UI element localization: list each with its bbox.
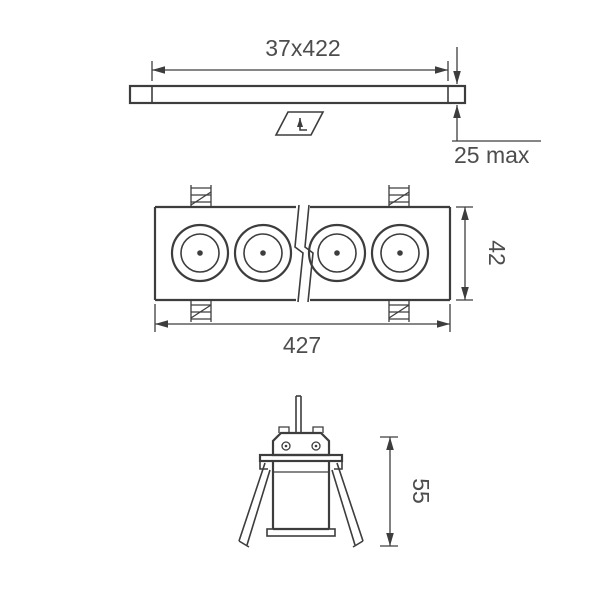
icon-arrow <box>297 118 307 131</box>
spring-hook-left <box>259 461 268 470</box>
spot-lens <box>370 223 430 283</box>
cable-clamp-right <box>312 426 324 433</box>
lens-center-dot <box>260 250 266 256</box>
spring-clip-icon <box>190 185 212 207</box>
cable-clamp-left <box>278 426 290 433</box>
spot-lens <box>170 223 230 283</box>
top-profile-view: 37x422 25 max <box>128 35 541 168</box>
lens-center-dot <box>197 250 203 256</box>
clip-diagonal <box>388 191 410 206</box>
spring-foot <box>238 540 250 548</box>
mounting-spring-icon <box>331 462 364 548</box>
max-depth-label: 25 max <box>454 142 530 168</box>
clip-diagonal <box>388 304 410 319</box>
lens-inner-ring <box>180 233 220 273</box>
front-view: 42 427 <box>153 185 510 358</box>
recess-dimension-label: 55 <box>408 478 434 504</box>
lens-inner-ring <box>380 233 420 273</box>
lens-center-dot <box>334 250 340 256</box>
section-view: 55 <box>238 395 434 548</box>
spring-leg <box>331 469 356 546</box>
spring-foot <box>352 540 364 548</box>
cutout-dimension-label: 37x422 <box>265 35 340 61</box>
terminal-screw-dot <box>284 444 288 448</box>
length-dimension-label: 427 <box>283 332 321 358</box>
profile-bar <box>128 84 467 105</box>
height-dimension-label: 42 <box>484 240 510 266</box>
mounting-flange <box>258 453 344 463</box>
icon-parallelogram <box>274 111 325 136</box>
terminal-block <box>271 431 331 457</box>
lens-outer-ring <box>370 223 430 283</box>
spring-clip-icon <box>388 185 410 207</box>
power-cable-icon <box>295 395 302 434</box>
spring-leg <box>336 462 364 542</box>
spring-leg <box>246 469 271 546</box>
break-line-left <box>294 204 304 303</box>
terminal-screw-dot <box>314 444 318 448</box>
install-direction-icon <box>274 111 325 136</box>
lens-inner-ring <box>243 233 283 273</box>
trim-lip <box>266 528 336 537</box>
spring-leg <box>238 462 266 542</box>
lens-inner-ring <box>317 233 357 273</box>
lens-outer-ring <box>170 223 230 283</box>
terminal-screw <box>311 441 321 451</box>
spring-clip-icon <box>388 300 410 322</box>
clip-diagonal <box>190 191 212 206</box>
spring-hook-right <box>334 461 343 470</box>
clip-diagonal <box>190 304 212 319</box>
terminal-screw <box>281 441 291 451</box>
lens-outer-ring <box>233 223 293 283</box>
spot-lens <box>307 223 367 283</box>
spring-clip-icon <box>190 300 212 322</box>
mounting-spring-icon <box>238 462 271 548</box>
spot-lens <box>233 223 293 283</box>
lens-outer-ring <box>307 223 367 283</box>
lens-center-dot <box>397 250 403 256</box>
